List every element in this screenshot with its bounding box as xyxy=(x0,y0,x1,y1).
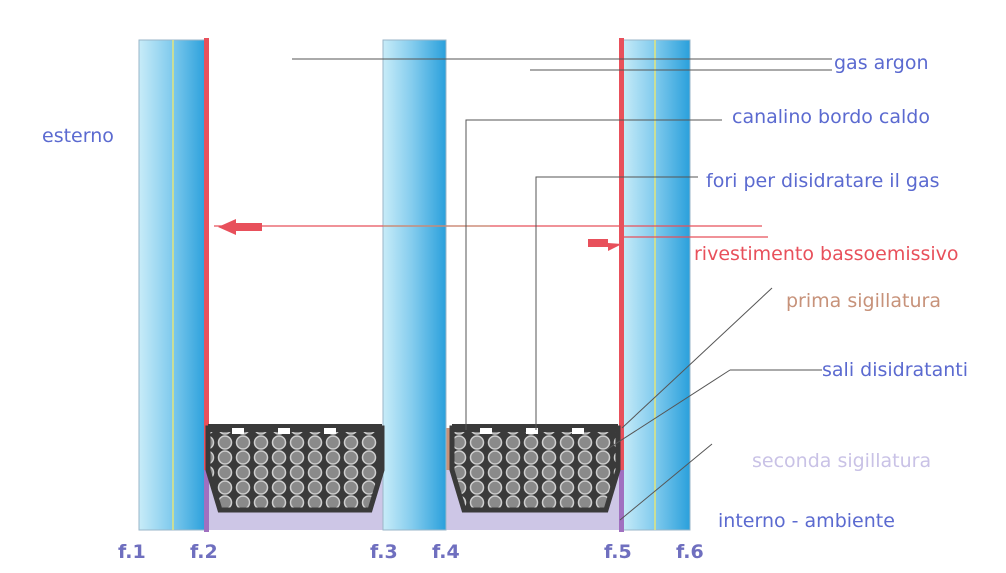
low-e-coating-f5-lower xyxy=(619,470,624,532)
label-interno: interno - ambiente xyxy=(718,510,895,532)
face-label-f5: f.5 xyxy=(604,541,632,563)
glass-pane-inner xyxy=(621,39,691,531)
label-esterno: esterno xyxy=(42,125,114,147)
label-canalino: canalino bordo caldo xyxy=(732,106,930,128)
face-label-f4: f.4 xyxy=(432,541,460,563)
face-label-f3: f.3 xyxy=(370,541,398,563)
arrow-left-icon xyxy=(218,219,262,235)
label-prima: prima sigillatura xyxy=(786,290,941,312)
label-sali: sali disidratanti xyxy=(822,359,968,381)
label-seconda: seconda sigillatura xyxy=(752,450,931,472)
low-e-coating-f2 xyxy=(204,38,209,470)
label-fori: fori per disidratare il gas xyxy=(706,170,940,192)
low-e-coating-f5 xyxy=(619,38,624,470)
face-label-f1: f.1 xyxy=(118,541,146,563)
arrow-right-icon xyxy=(588,239,622,251)
label-gas-argon: gas argon xyxy=(834,52,929,74)
face-label-f6: f.6 xyxy=(676,541,704,563)
spacer-right xyxy=(449,424,621,513)
face-label-f2: f.2 xyxy=(190,541,218,563)
low-e-coating-f2-lower xyxy=(204,470,209,532)
label-rivestimento: rivestimento bassoemissivo xyxy=(694,243,959,265)
spacer-left xyxy=(205,424,385,513)
glass-pane-middle xyxy=(382,39,447,531)
leader-lines xyxy=(292,58,832,521)
